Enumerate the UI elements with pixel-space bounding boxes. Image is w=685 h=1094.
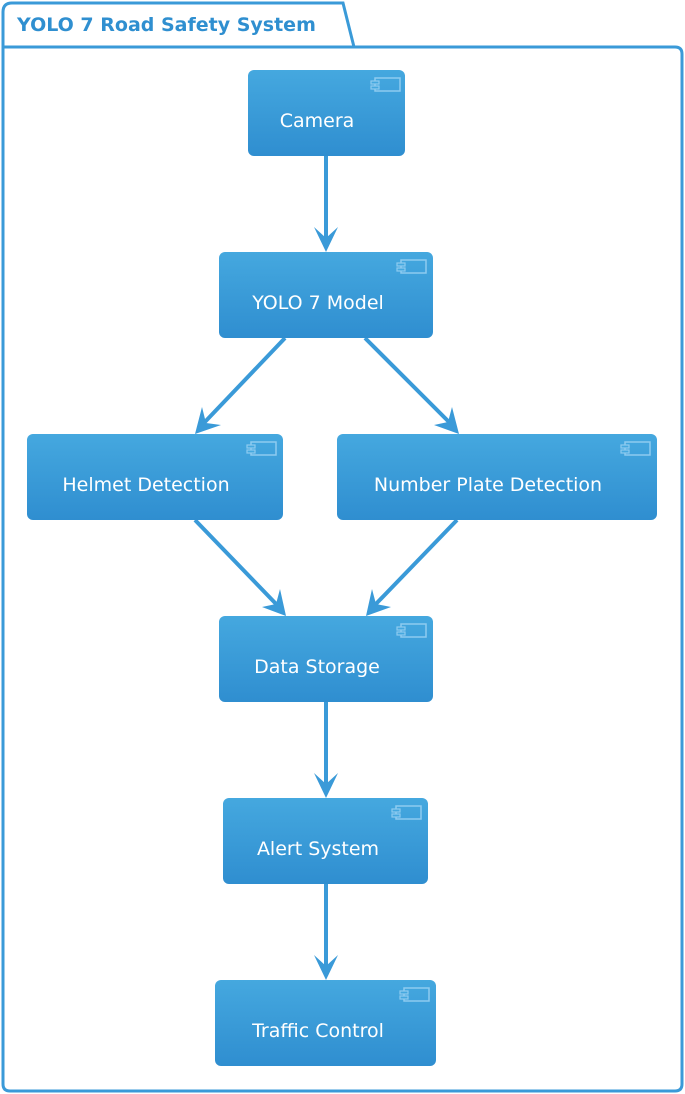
package-title: YOLO 7 Road Safety System: [16, 14, 316, 36]
component-icon: [620, 441, 651, 456]
component-data-storage[interactable]: Data Storage: [219, 616, 433, 702]
edges: [193, 156, 459, 980]
component-yolo-7-model[interactable]: YOLO 7 Model: [219, 252, 433, 338]
edge-yolo-to-plate: [363, 336, 459, 434]
edge-yolo-to-helmet: [195, 336, 287, 434]
node-label-storage: Data Storage: [254, 656, 380, 678]
node-label-plate: Number Plate Detection: [374, 474, 602, 496]
edge-storage-to-alert: [314, 702, 338, 798]
component-number-plate-detection[interactable]: Number Plate Detection: [337, 434, 657, 520]
node-label-helmet: Helmet Detection: [62, 474, 229, 496]
node-label-yolo: YOLO 7 Model: [251, 292, 384, 314]
edge-alert-to-traffic: [314, 884, 338, 980]
component-alert-system[interactable]: Alert System: [223, 798, 428, 884]
component-icon: [396, 259, 427, 274]
component-icon: [396, 623, 427, 638]
node-label-camera: Camera: [280, 110, 355, 132]
component-icon: [246, 441, 277, 456]
component-helmet-detection[interactable]: Helmet Detection: [27, 434, 283, 520]
node-label-traffic: Traffic Control: [251, 1020, 384, 1042]
edge-helmet-to-storage: [193, 518, 286, 616]
component-traffic-control[interactable]: Traffic Control: [215, 980, 436, 1066]
component-icon: [391, 805, 422, 820]
component-icon: [370, 77, 401, 92]
component-icon: [399, 987, 430, 1002]
edge-camera-to-yolo: [314, 156, 338, 252]
edge-plate-to-storage: [366, 518, 459, 616]
node-label-alert: Alert System: [257, 838, 379, 860]
component-camera[interactable]: Camera: [248, 70, 405, 156]
